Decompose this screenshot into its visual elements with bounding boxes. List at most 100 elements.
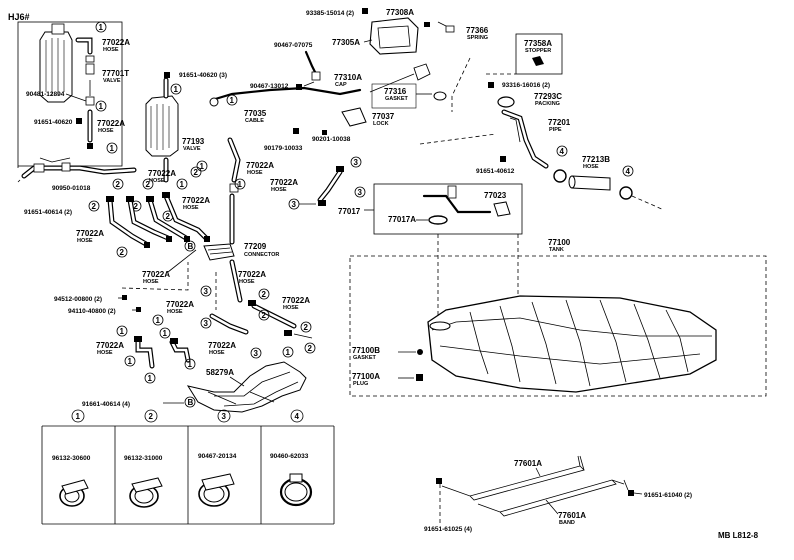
diagram-stroke [33,163,45,173]
band-lower [477,479,625,517]
label-labels-p45: 77017 [338,207,361,216]
diagram-stroke [134,336,142,342]
diagram-stroke [71,409,85,423]
diagram-stroke [196,160,208,172]
diagram-stroke [116,246,128,258]
label-labels-p1: 77022A [102,38,130,47]
label-callouts-c1: 1 [200,162,205,171]
diagram-stroke [131,477,163,493]
label-labels-p31: 77305A [332,38,360,47]
diagram-stroke [121,262,189,291]
label-labels-p12: 77022A [76,229,104,238]
label-labels-p11s: HOSE [183,205,199,211]
diagram-stroke [318,200,326,206]
label-labels-p50: 77601A [514,459,542,468]
diagram-stroke [39,157,71,163]
diagram-stroke [159,327,171,339]
label-callouts-c2: 2 [304,323,309,332]
label-labels-p23: 77209 [244,242,267,251]
diagram-stroke [318,170,342,202]
label-labels-p22: 77022A [282,296,310,305]
diagram-stroke [293,128,299,134]
diagram-stroke [419,133,497,145]
diagram-stroke [229,376,245,387]
label-labels-p33: 77310A [334,73,362,82]
diagram-stroke [363,39,373,43]
label-labels-p24: 77022A [246,161,274,170]
band-upper [441,455,585,501]
diagram-stroke [164,194,208,240]
label-callouts-c1: 1 [120,327,125,336]
diagram-stroke [136,338,154,368]
diagram-stroke [290,409,304,423]
diagram-stroke [146,196,154,202]
clamp-3-icon [198,473,235,507]
label-labels-p2s: VALVE [103,78,121,84]
diagram-stroke [142,178,154,190]
label-labels-p29: 93385-15014 (2) [306,10,354,17]
fuel-lid-77305a [369,17,419,55]
diagram-stroke [200,317,212,329]
diagram-stroke [75,37,93,55]
label-labels-p51s: BAND [559,520,575,526]
label-callouts-c1: 1 [180,180,185,189]
fuel-tank-77100 [427,295,717,393]
diagram-stroke [184,240,196,252]
label-labels-p38s: STOPPER [525,48,551,54]
clamp-4-icon [279,473,313,507]
cable-77035 [210,86,362,102]
diagram-stroke [303,81,315,87]
label-labels-p38: 77358A [524,39,552,48]
label-labels-p26: 77035 [244,109,267,118]
label-callouts-c2: 2 [120,248,125,257]
diagram-stroke [200,285,212,297]
diagram-stroke [204,236,210,242]
diagram-stroke [428,215,448,225]
diagram-stroke [599,299,627,383]
label-labels-p47s: TANK [549,247,564,253]
label-callouts-c2: 2 [262,311,267,320]
diagram-stroke [85,63,95,75]
label-labels-p5: 77022A [97,119,125,128]
label-clamp_table-parts-3: 90460-62033 [270,453,309,460]
label-labels-p35s: LOCK [373,121,389,127]
clamp-1-icon [59,479,89,507]
diagram-stroke [377,25,411,49]
diagram-stroke [633,492,643,495]
label-clamp_table-parts-1: 96132-31000 [124,455,163,462]
diagram-stroke [164,72,170,78]
diagram-stroke [45,38,65,96]
label-callouts-c2: 2 [194,168,199,177]
diagram-stroke [152,314,164,326]
label-labels-p22s: HOSE [283,305,299,311]
diagram-stroke [300,321,312,333]
label-labels-p52: 91651-61040 (2) [644,492,692,499]
label-labels-p16: 77022A [166,300,194,309]
diagram-stroke [500,156,506,162]
label-clamp_table-headers-1: 2 [149,412,154,421]
label-callouts-c2: 2 [308,344,313,353]
diagram-stroke [252,304,296,328]
label-labels-p34s: GASKET [385,96,409,102]
diagram-stroke [148,198,188,240]
label-labels-p11: 77022A [182,196,210,205]
diagram-stroke [502,110,548,168]
label-labels-p27: 90467-13012 [250,83,289,90]
label-callouts-c1: 1 [156,316,161,325]
diagram-stroke [144,242,150,248]
label-labels-p13: 77022A [142,270,170,279]
label-labels-p39: 93316-16016 (2) [502,82,550,89]
label-labels-p33s: CAP [335,82,347,88]
diagram-stroke [108,198,148,246]
label-callouts-c3: 3 [358,188,363,197]
diagram-stroke [258,309,270,321]
diagram-stroke [451,57,471,112]
diagram-stroke [106,196,114,202]
diagram-stroke [22,166,136,178]
diagram-stroke [311,71,321,81]
diagram-stroke [122,295,127,300]
diagram-stroke [436,478,442,484]
label-labels-p40s: PACKING [535,101,560,107]
diagram-stroke [665,309,689,373]
